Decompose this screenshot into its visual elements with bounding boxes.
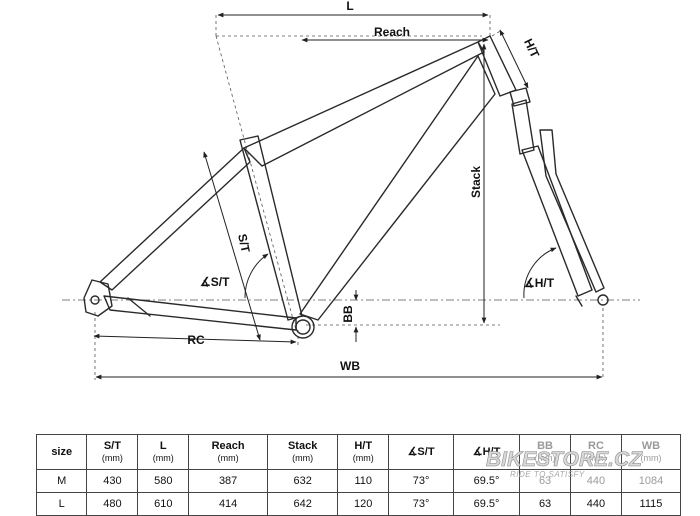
bottom-bracket-label: BB bbox=[341, 305, 355, 323]
bottom-bracket-shell bbox=[291, 315, 315, 339]
wheelbase-label: WB bbox=[340, 359, 360, 373]
table-cell: 580 bbox=[137, 469, 190, 493]
rear-center-label: RC bbox=[187, 333, 205, 347]
front-fork bbox=[509, 87, 609, 307]
head-tube-dimension: H/T bbox=[491, 29, 542, 89]
header-reach: Reach(mm) bbox=[188, 434, 268, 470]
length-dimension: L bbox=[217, 0, 489, 18]
header-bottom-bracket: BB(mm) bbox=[519, 434, 572, 470]
guide-lines bbox=[62, 12, 640, 380]
table-cell: 63 bbox=[519, 492, 572, 516]
table-cell: 414 bbox=[188, 492, 268, 516]
table-cell: 642 bbox=[266, 492, 339, 516]
header-seat-angle: ∡S/T bbox=[388, 434, 454, 470]
bottom-bracket-dimension: BB bbox=[341, 290, 359, 342]
table-cell: 73° bbox=[388, 469, 454, 493]
stack-dimension: Stack bbox=[469, 43, 487, 324]
table-cell: 69.5° bbox=[452, 469, 521, 493]
reach-dimension: Reach bbox=[301, 25, 489, 43]
reach-label: Reach bbox=[374, 25, 410, 39]
table-cell: 387 bbox=[188, 469, 268, 493]
table-cell: L bbox=[35, 492, 88, 516]
down-tube bbox=[299, 55, 496, 321]
table-cell: 1115 bbox=[620, 492, 682, 516]
stack-label: Stack bbox=[469, 166, 483, 198]
seat-tube-label: S/T bbox=[235, 233, 253, 255]
seat-angle-marker: ∡S/T bbox=[200, 253, 269, 299]
table-row: L 480 610 414 642 120 73° 69.5° 63 440 1… bbox=[35, 492, 682, 516]
seat-angle-label: ∡S/T bbox=[200, 275, 230, 289]
rear-center-dimension: RC bbox=[93, 333, 297, 347]
table-cell: 440 bbox=[570, 469, 622, 493]
header-stack: Stack(mm) bbox=[266, 434, 339, 470]
table-row: M 430 580 387 632 110 73° 69.5° 63 440 1… bbox=[35, 469, 682, 493]
header-wheelbase: WB(mm) bbox=[620, 434, 682, 470]
geometry-diagram: L Reach H/T Stack S/T ∡S/T ∡H/T BB RC bbox=[62, 0, 640, 380]
table-cell: 110 bbox=[337, 469, 390, 493]
table-cell: 430 bbox=[86, 469, 139, 493]
length-label: L bbox=[346, 0, 353, 13]
head-tube-label: H/T bbox=[521, 36, 542, 60]
header-head-tube: H/T(mm) bbox=[337, 434, 390, 470]
table-cell: 69.5° bbox=[452, 492, 521, 516]
table-cell: 1084 bbox=[620, 469, 682, 493]
table-header-row: size S/T(mm) L(mm) Reach(mm) Stack(mm) H… bbox=[35, 434, 682, 470]
header-size: size bbox=[35, 434, 88, 470]
geometry-table: size S/T(mm) L(mm) Reach(mm) Stack(mm) H… bbox=[35, 434, 682, 516]
table-cell: 480 bbox=[86, 492, 139, 516]
header-rear-center: RC(mm) bbox=[570, 434, 622, 470]
seat-stay bbox=[99, 147, 251, 291]
head-angle-marker: ∡H/T bbox=[523, 247, 557, 299]
table-cell: 610 bbox=[137, 492, 190, 516]
rear-dropout bbox=[83, 279, 113, 317]
table-cell: M bbox=[35, 469, 88, 493]
table-cell: 632 bbox=[266, 469, 339, 493]
table-cell: 120 bbox=[337, 492, 390, 516]
head-angle-label: ∡H/T bbox=[524, 276, 555, 290]
wheelbase-dimension: WB bbox=[95, 359, 603, 380]
top-tube bbox=[243, 41, 485, 167]
bike-frame bbox=[83, 35, 517, 339]
table-cell: 73° bbox=[388, 492, 454, 516]
table-cell: 440 bbox=[570, 492, 622, 516]
header-length: L(mm) bbox=[137, 434, 190, 470]
header-head-angle: ∡H/T bbox=[452, 434, 521, 470]
header-seat-tube: S/T(mm) bbox=[86, 434, 139, 470]
seat-tube-dimension: S/T bbox=[203, 151, 261, 341]
table-cell: 63 bbox=[519, 469, 572, 493]
front-axle bbox=[597, 294, 609, 306]
